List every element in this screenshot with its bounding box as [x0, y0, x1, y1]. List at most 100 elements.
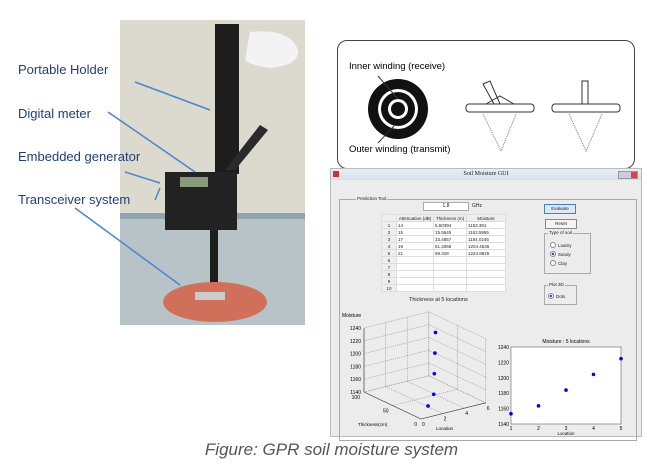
radio-label: Sandy [558, 251, 571, 257]
table-cell[interactable] [396, 277, 434, 285]
evaluate-button[interactable]: Evaluate [544, 204, 576, 214]
grid-line [363, 362, 429, 380]
table-cell[interactable] [466, 277, 506, 285]
radio-loamy[interactable]: Loamy [550, 242, 572, 248]
table-cell[interactable] [433, 284, 467, 292]
table-cell[interactable]: 21 [396, 249, 434, 257]
x-tick-label: 2 [537, 426, 540, 432]
radio-indicator[interactable] [550, 260, 556, 266]
z-tick-label: 1140 [350, 390, 361, 396]
table-cell[interactable] [466, 270, 506, 278]
table-cell[interactable]: 1224.8825 [466, 249, 506, 257]
table-cell[interactable] [466, 263, 506, 271]
grid-line [428, 362, 486, 391]
column-header: Attenuation (dB) [396, 214, 434, 222]
table-cell[interactable] [466, 256, 506, 264]
table-cell[interactable]: 19 [396, 242, 434, 250]
table-cell[interactable] [396, 270, 434, 278]
table-cell[interactable] [433, 277, 467, 285]
table-cell[interactable]: 14 [396, 221, 434, 229]
table-cell[interactable] [433, 256, 467, 264]
z-tick-label: 1200 [350, 352, 361, 358]
y-tick-label: 1240 [498, 345, 509, 351]
table-row[interactable]: 6 [381, 256, 506, 264]
grid-line [363, 375, 429, 393]
figure-caption: Figure: GPR soil moisture system [204, 440, 459, 459]
table-row[interactable]: 9 [381, 277, 506, 285]
row-number: 8 [381, 270, 397, 278]
table-cell[interactable]: 69.328 [433, 249, 467, 257]
table-cell[interactable] [396, 256, 434, 264]
radio-indicator[interactable] [550, 242, 556, 248]
table-cell[interactable]: 1163.5955 [466, 228, 506, 236]
radio-indicator[interactable] [550, 251, 556, 257]
table-cell[interactable] [433, 263, 467, 271]
table-cell[interactable] [396, 263, 434, 271]
window-title: Soil Moisture GUI [463, 171, 509, 177]
radio-indicator[interactable] [548, 293, 554, 299]
table-row[interactable]: 8 [381, 270, 506, 278]
radio-label: Dots [556, 293, 566, 299]
chart-2d: Moisture : 5 locations114011601180120012… [498, 339, 623, 436]
table-cell[interactable]: 15 [396, 228, 434, 236]
table-cell[interactable]: 6.60394 [433, 221, 467, 229]
group-title: Plot 3D [548, 282, 565, 287]
x-tick-label: 2 [444, 417, 447, 423]
inner-winding-label: Inner winding (receive) [349, 61, 446, 72]
table-cell[interactable]: 51.4068 [433, 242, 467, 250]
soil-moisture-gui: Soil Moisture GUI Prediction Tool 1.8 GH… [330, 168, 642, 441]
table-cell[interactable]: 17 [396, 235, 434, 243]
data-point [509, 411, 513, 416]
chart-3d: 1140116011801200122012400246050100Moistu… [342, 311, 490, 431]
grid-line [407, 380, 465, 409]
grid-line [363, 337, 429, 354]
grid-line [428, 311, 486, 340]
y-tick-label: 1160 [498, 407, 509, 413]
table-cell[interactable]: 1184.0245 [466, 235, 506, 243]
close-icon[interactable] [631, 172, 637, 178]
radio-sandy[interactable]: Sandy [550, 251, 571, 257]
grid-line [385, 386, 443, 414]
y-axis-label: Thickness(cm) [358, 422, 388, 427]
y-axis [363, 391, 422, 420]
radio-dots[interactable]: Dots [548, 293, 565, 299]
x-tick-label: 1 [510, 426, 513, 432]
table-row[interactable]: 10 [381, 284, 506, 292]
group-title: Type of soil [548, 230, 573, 235]
data-point [432, 371, 437, 376]
frequency-input[interactable]: 1.8 [423, 202, 469, 211]
table-row[interactable]: 7 [381, 263, 506, 271]
radio-clay[interactable]: Clay [550, 260, 567, 266]
x-tick-label: 4 [465, 411, 468, 417]
table-cell[interactable]: 15.5645 [433, 228, 467, 236]
data-point [591, 372, 596, 377]
plot-area [510, 346, 622, 425]
grid-line [363, 324, 429, 342]
data-point [431, 392, 436, 397]
callout-arrows [74, 81, 211, 286]
table-cell[interactable]: 1153.381 [466, 221, 506, 229]
data-point [433, 351, 437, 355]
reset-button[interactable]: Reset [545, 219, 577, 229]
row-number: 3 [381, 235, 397, 243]
chart3d-title: Thickness at 5 locations [409, 297, 468, 303]
grid-line [392, 389, 458, 406]
table-cell[interactable] [466, 284, 506, 292]
y-tick-label: 1140 [498, 422, 509, 428]
window-controls[interactable] [618, 171, 638, 179]
plot-3d-group: Plot 3D Dots [544, 282, 577, 305]
table-cell[interactable] [396, 284, 434, 292]
table-cell[interactable]: 33.4857 [433, 235, 467, 243]
table-cell[interactable] [433, 270, 467, 278]
row-number: 10 [381, 284, 397, 292]
data-point [433, 330, 438, 335]
row-number: 7 [381, 263, 397, 271]
table-cell[interactable]: 1204.4535 [466, 242, 506, 250]
y-tick-label: 1200 [498, 376, 509, 382]
